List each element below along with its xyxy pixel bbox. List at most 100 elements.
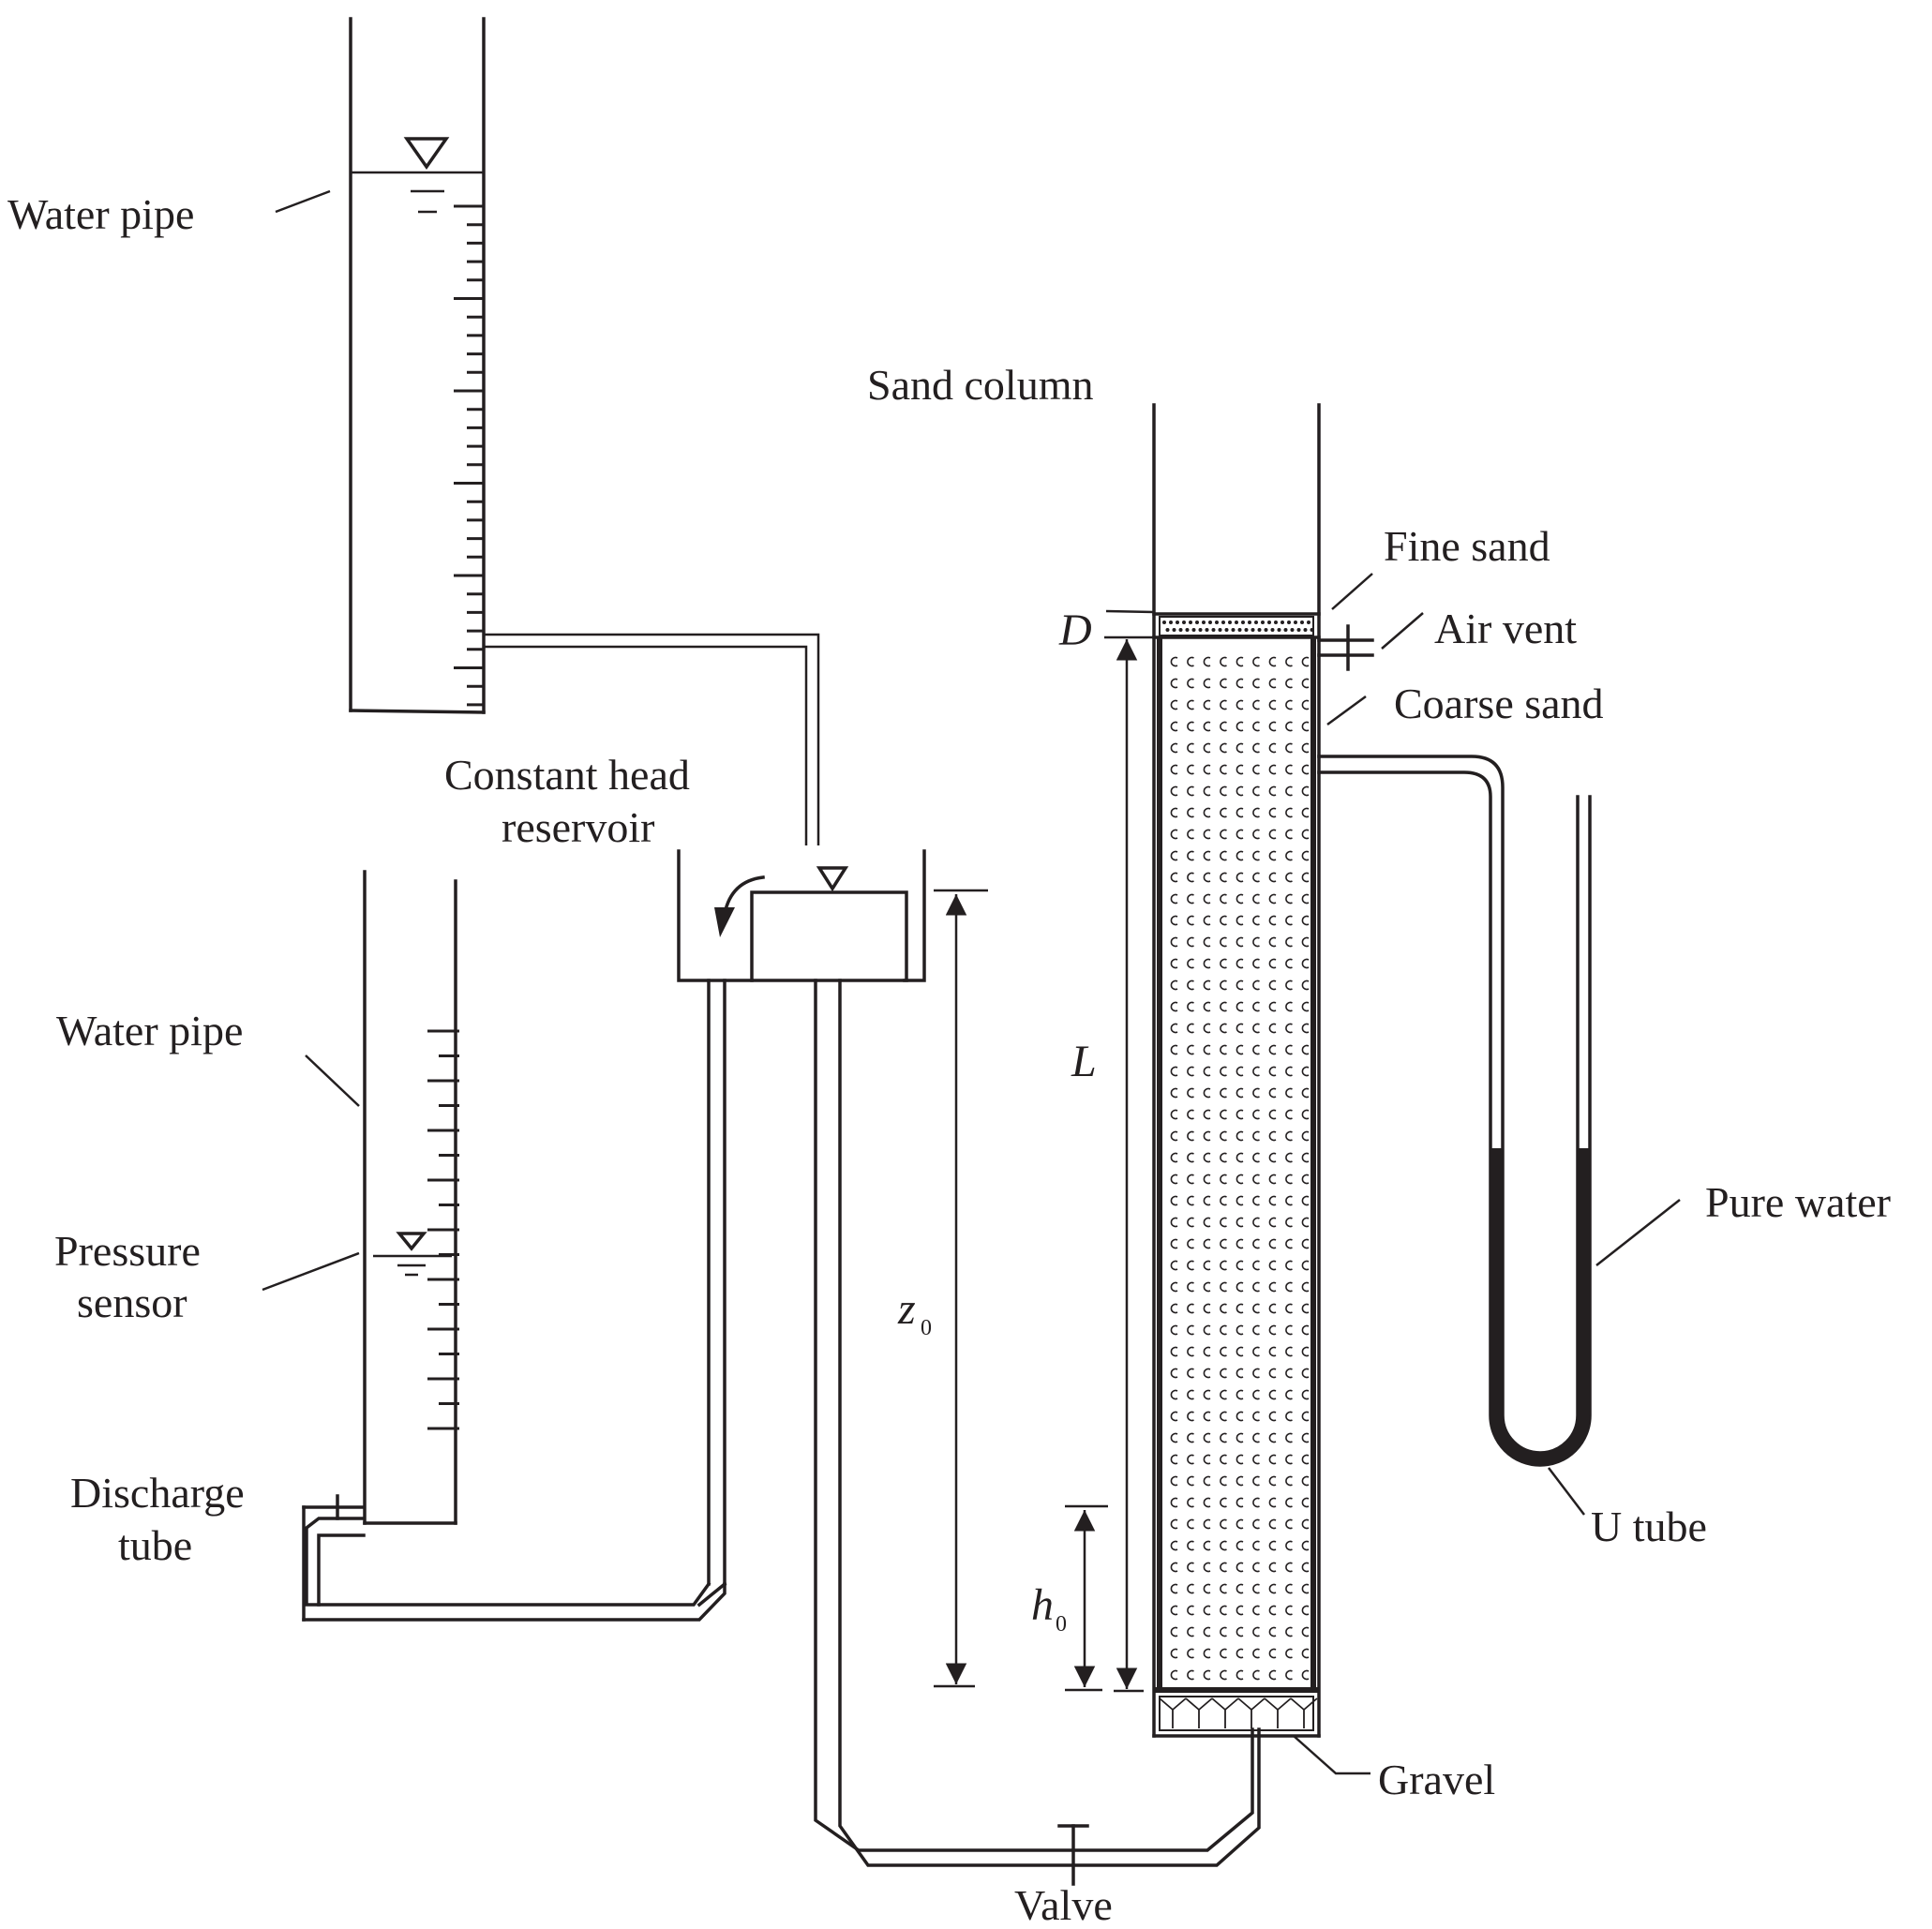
- coarse-sand-grain: [1252, 872, 1260, 883]
- coarse-sand-grain: [1252, 807, 1260, 818]
- coarse-sand-grain: [1268, 1497, 1277, 1508]
- coarse-sand-grain: [1170, 1518, 1178, 1530]
- coarse-sand-grain: [1285, 1023, 1293, 1034]
- coarse-sand-grain: [1252, 1540, 1260, 1551]
- fine-sand-grain: [1176, 621, 1179, 624]
- coarse-sand-grain: [1220, 936, 1227, 948]
- coarse-sand-grain: [1170, 1023, 1178, 1034]
- coarse-sand-grain: [1170, 1174, 1178, 1185]
- coarse-sand-grain: [1170, 1432, 1178, 1443]
- coarse-sand-grain: [1203, 1195, 1211, 1206]
- coarse-sand-grain: [1170, 785, 1178, 797]
- coarse-sand-grain: [1236, 979, 1244, 991]
- coarse-sand-grain: [1170, 958, 1178, 969]
- air-vent: [1317, 624, 1374, 671]
- coarse-sand-grain: [1268, 1432, 1277, 1443]
- coarse-sand-grain: [1268, 656, 1277, 667]
- coarse-sand-grain: [1203, 1389, 1211, 1400]
- coarse-sand-grain: [1285, 1540, 1293, 1551]
- coarse-sand-grain: [1285, 1044, 1293, 1055]
- coarse-sand-grain: [1220, 1023, 1227, 1034]
- coarse-sand-grain: [1236, 1411, 1244, 1422]
- coarse-sand-grain: [1285, 958, 1293, 969]
- coarse-sand-grain: [1252, 915, 1260, 926]
- coarse-sand-grain: [1220, 1324, 1227, 1336]
- coarse-sand-grain: [1203, 958, 1211, 969]
- coarse-sand-grain: [1252, 1669, 1260, 1681]
- coarse-sand-grain: [1268, 785, 1277, 797]
- coarse-sand-grain: [1170, 936, 1178, 948]
- coarse-sand-grain: [1285, 1281, 1293, 1293]
- coarse-sand-grain: [1170, 829, 1178, 840]
- coarse-sand-grain: [1301, 1389, 1310, 1400]
- label-air-vent: Air vent: [1434, 605, 1577, 652]
- coarse-sand-grain: [1187, 1475, 1194, 1487]
- coarse-sand-grain: [1236, 1238, 1244, 1249]
- coarse-sand-grain: [1203, 1001, 1211, 1012]
- coarse-sand-grain: [1268, 1648, 1277, 1659]
- coarse-sand-grain: [1268, 1518, 1277, 1530]
- coarse-sand-grain: [1170, 1109, 1178, 1120]
- fine-sand-grain: [1172, 628, 1176, 632]
- coarse-sand-grain: [1301, 1346, 1310, 1357]
- coarse-sand-grain: [1236, 1368, 1244, 1379]
- coarse-sand-grain: [1170, 1368, 1178, 1379]
- coarse-sand-grain: [1187, 1583, 1194, 1594]
- coarse-sand-grain: [1220, 1152, 1227, 1163]
- coarse-sand-grain: [1252, 1281, 1260, 1293]
- fine-sand-grain: [1235, 621, 1238, 624]
- coarse-sand-grain: [1252, 1324, 1260, 1336]
- coarse-sand-grain: [1236, 656, 1244, 667]
- coarse-sand-grain: [1187, 1281, 1194, 1293]
- coarse-sand-grain: [1252, 1432, 1260, 1443]
- coarse-sand-grain: [1187, 1454, 1194, 1465]
- fine-sand-grain: [1211, 628, 1216, 632]
- coarse-sand-grain: [1301, 1281, 1310, 1293]
- coarse-sand-grain: [1203, 1605, 1211, 1616]
- coarse-sand-grain: [1187, 1324, 1194, 1336]
- label-sand-column: Sand column: [867, 361, 1093, 409]
- coarse-sand-grain: [1285, 1389, 1293, 1400]
- coarse-sand-grain: [1187, 1152, 1194, 1163]
- coarse-sand-grain: [1252, 1626, 1260, 1637]
- coarse-sand-grain: [1220, 721, 1227, 732]
- coarse-sand-grain: [1285, 1411, 1293, 1422]
- coarse-sand-grain: [1252, 1130, 1260, 1142]
- coarse-sand-grain: [1301, 1195, 1310, 1206]
- coarse-sand-grain: [1203, 1281, 1211, 1293]
- coarse-sand-grain: [1236, 1475, 1244, 1487]
- coarse-sand-grain: [1268, 1368, 1277, 1379]
- sand-column: [1152, 403, 1321, 1738]
- coarse-sand-grain: [1301, 1368, 1310, 1379]
- label-fine-sand: Fine sand: [1384, 522, 1550, 570]
- coarse-sand-grain: [1170, 1562, 1178, 1573]
- coarse-sand-grain: [1252, 721, 1260, 732]
- gravel-layer: [1159, 1697, 1318, 1728]
- coarse-sand-grain: [1236, 872, 1244, 883]
- coarse-sand-grain: [1268, 807, 1277, 818]
- coarse-sand-grain: [1170, 1281, 1178, 1293]
- coarse-sand-grain: [1236, 1130, 1244, 1142]
- coarse-sand-grain: [1301, 1411, 1310, 1422]
- coarse-sand-grain: [1252, 1497, 1260, 1508]
- coarse-sand-grain: [1252, 1087, 1260, 1099]
- coarse-sand-grain: [1236, 1562, 1244, 1573]
- coarse-sand-grain: [1187, 1346, 1194, 1357]
- coarse-sand-grain: [1301, 1626, 1310, 1637]
- fine-sand-grain: [1277, 628, 1281, 632]
- coarse-sand-grain: [1220, 1648, 1227, 1659]
- coarse-sand-grain: [1187, 1109, 1194, 1120]
- coarse-sand-grain: [1301, 850, 1310, 861]
- fine-sand-grain: [1296, 628, 1301, 632]
- coarse-sand-grain: [1203, 850, 1211, 861]
- coarse-sand-grain: [1236, 1087, 1244, 1099]
- coarse-sand-grain: [1301, 1044, 1310, 1055]
- coarse-sand-grain: [1170, 872, 1178, 883]
- coarse-sand-grain: [1285, 721, 1293, 732]
- coarse-sand-grain: [1285, 764, 1293, 775]
- coarse-sand-grain: [1236, 1497, 1244, 1508]
- coarse-sand-grain: [1285, 1669, 1293, 1681]
- coarse-sand-grain: [1203, 1669, 1211, 1681]
- coarse-sand-grain: [1301, 1023, 1310, 1034]
